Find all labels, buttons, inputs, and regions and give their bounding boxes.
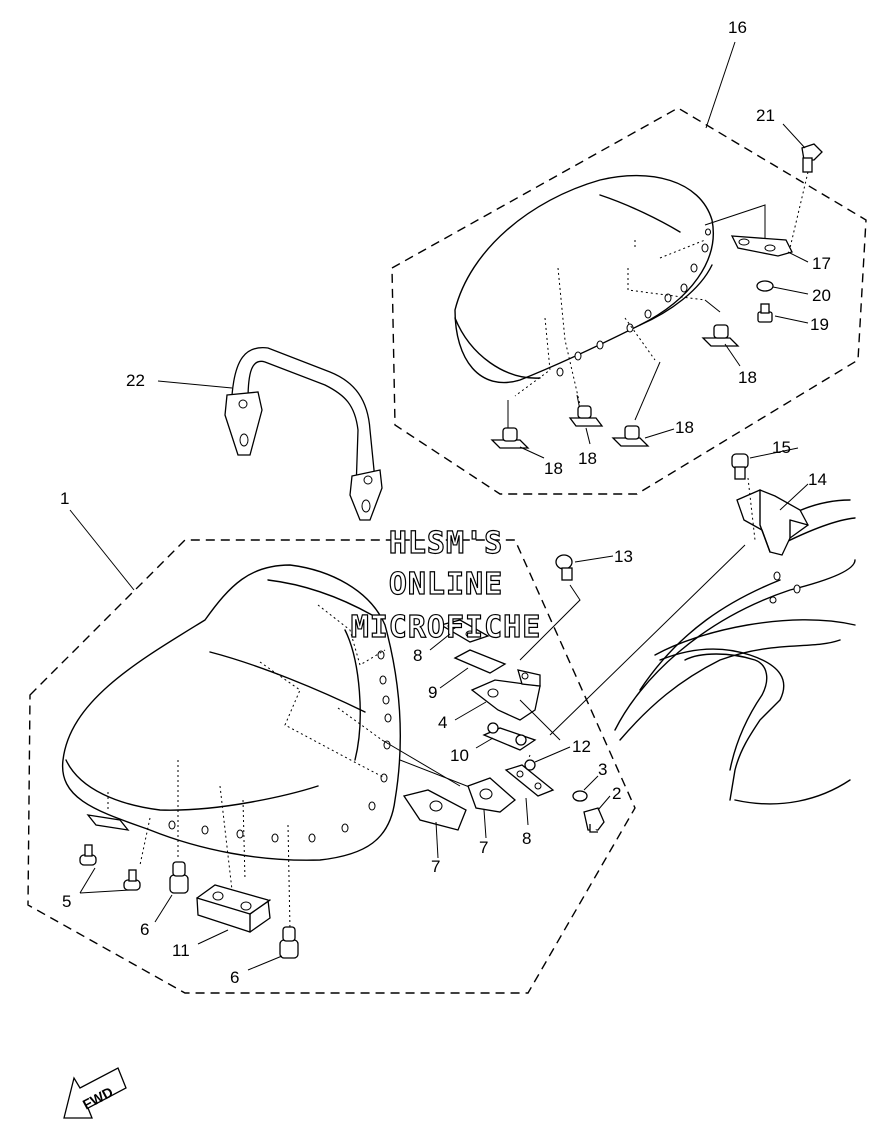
callout-5: 5 xyxy=(62,892,71,911)
rear-seat-group-boundary xyxy=(391,107,867,495)
callout-10: 10 xyxy=(450,746,469,765)
callout-18b: 18 xyxy=(675,418,694,437)
seat-nut-18-icon xyxy=(490,427,530,449)
bracket-4-icon xyxy=(470,669,541,721)
callout-7a: 7 xyxy=(431,857,440,876)
callout-13: 13 xyxy=(614,547,633,566)
front-seat-group-boundary xyxy=(27,539,636,994)
callout-20: 20 xyxy=(812,286,831,305)
callout-11: 11 xyxy=(172,941,190,960)
seat-bumper-5-icon xyxy=(79,844,97,866)
seat-block-11-icon xyxy=(196,884,271,933)
clamp-10-icon xyxy=(482,722,537,751)
callout-6a: 6 xyxy=(140,920,149,939)
callout-1: 1 xyxy=(60,489,69,508)
callout-2: 2 xyxy=(612,784,621,803)
seat-nut-18-icon xyxy=(568,405,604,427)
seat-nut-18-icon xyxy=(611,425,650,447)
seat-nut-18-icon xyxy=(701,324,740,347)
callout-15: 15 xyxy=(772,438,791,457)
rear-fender-frame xyxy=(614,453,856,805)
callout-7b: 7 xyxy=(479,838,488,857)
watermark-line-3: MICROFICHE xyxy=(351,610,542,645)
callout-17: 17 xyxy=(812,254,831,273)
grab-strap-22 xyxy=(224,347,383,521)
callout-8b: 8 xyxy=(522,829,531,848)
watermark: HLSM'S ONLINE MICROFICHE xyxy=(350,525,542,645)
callout-3: 3 xyxy=(598,760,607,779)
callout-19: 19 xyxy=(810,315,829,334)
bolt-13-icon xyxy=(555,554,573,581)
seat-bracket-14-icon xyxy=(736,477,809,556)
washer-3-icon xyxy=(572,790,588,802)
callout-18c: 18 xyxy=(578,449,597,468)
plate-9-icon xyxy=(453,649,507,674)
callout-12: 12 xyxy=(572,737,591,756)
damper-6-icon xyxy=(279,926,299,959)
front-seat-cushion xyxy=(62,564,401,861)
callout-18d: 18 xyxy=(544,459,563,478)
bracket-7-icon xyxy=(467,777,517,813)
plate-8-icon xyxy=(504,764,555,797)
collar-12-icon xyxy=(524,754,536,771)
callout-14: 14 xyxy=(808,470,827,489)
callout-8a: 8 xyxy=(413,646,422,665)
damper-6-icon xyxy=(169,861,189,894)
front-seat-hardware xyxy=(439,544,746,833)
fwd-arrow-icon: FWD xyxy=(63,1067,127,1119)
bolt-19-icon xyxy=(757,303,773,323)
rear-seat-mount-holes xyxy=(556,228,711,377)
rear-seat-assembly xyxy=(391,107,867,495)
bolt-15-icon xyxy=(731,453,749,480)
plate-8-icon xyxy=(439,619,490,643)
seat-tab-5-icon xyxy=(86,814,130,831)
callout-4: 4 xyxy=(438,713,447,732)
callout-numbers: 1 2 3 4 5 6 6 7 7 8 8 9 10 11 12 13 14 1… xyxy=(60,18,831,987)
front-seat-assembly xyxy=(27,539,636,994)
callout-18a: 18 xyxy=(738,368,757,387)
callout-9: 9 xyxy=(428,683,437,702)
watermark-line-1: HLSM'S xyxy=(389,526,503,561)
front-seat-mount-holes xyxy=(168,650,392,843)
callout-21: 21 xyxy=(756,106,775,125)
callout-leaders xyxy=(69,41,809,971)
bolt-21-icon xyxy=(789,143,823,249)
callout-16: 16 xyxy=(728,18,747,37)
bolt-2-icon xyxy=(583,807,605,833)
watermark-line-2: ONLINE xyxy=(389,567,503,602)
bracket-7-icon xyxy=(402,789,467,831)
seat-bumper-5-icon xyxy=(123,869,141,891)
rear-bracket-17-icon xyxy=(730,235,793,257)
rear-seat-cushion xyxy=(454,174,714,384)
callout-22: 22 xyxy=(126,371,145,390)
washer-20-icon xyxy=(756,280,774,292)
callout-6b: 6 xyxy=(230,968,239,987)
